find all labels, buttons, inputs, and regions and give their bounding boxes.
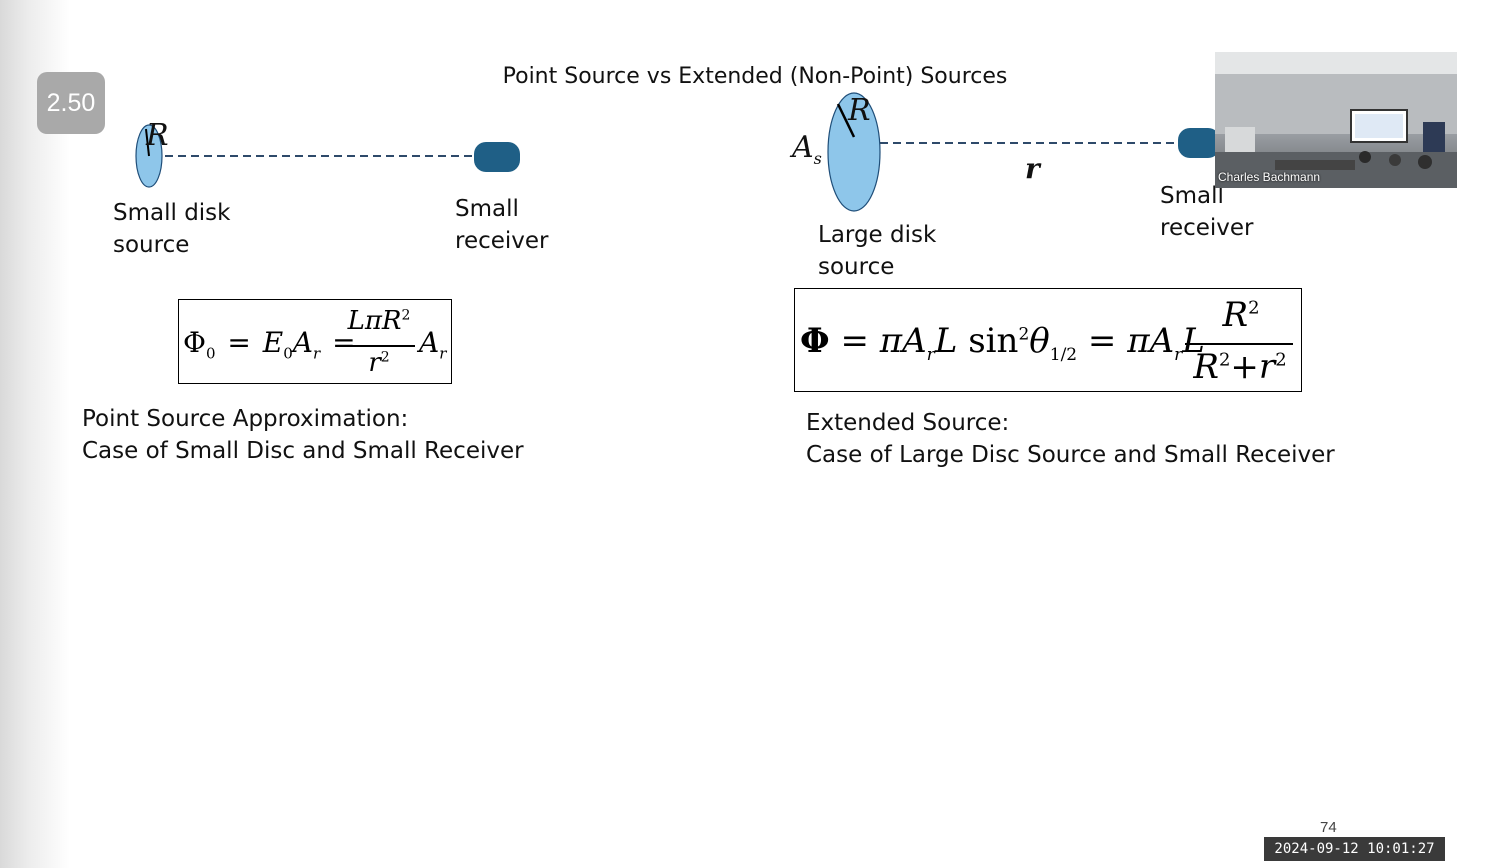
right-receiver-label-line2: receiver <box>1160 215 1254 241</box>
point-source-equation-lhs: Φ0 = E0Ar = <box>183 326 359 363</box>
left-source-label-line2: source <box>113 232 190 258</box>
eq2-pi-1: π <box>879 321 903 361</box>
eq2-sin: sin <box>968 321 1019 361</box>
distance-label: r <box>1025 152 1040 185</box>
left-caption-line2: Case of Small Disc and Small Receiver <box>82 438 524 464</box>
eq2-A2: A <box>1149 321 1175 361</box>
eq2-equals-1: = <box>840 321 869 361</box>
eq2-den-r-sup: 2 <box>1275 349 1287 371</box>
left-radius-label: R <box>146 118 169 153</box>
eq-equals-2: = <box>332 326 356 359</box>
right-receiver-label: Small receiver <box>1160 180 1254 244</box>
left-receiver-label-line2: receiver <box>455 228 549 254</box>
recording-timestamp: 2024-09-12 10:01:27 <box>1264 837 1445 861</box>
eq-E: E <box>262 326 284 359</box>
eq-numerator-text: LπR <box>347 306 402 336</box>
left-caption: Point Source Approximation: Case of Smal… <box>82 403 524 467</box>
playback-speed-badge[interactable]: 2.50 <box>37 72 105 134</box>
eq-A: A <box>292 326 314 359</box>
eq2-numerator-sup: 2 <box>1248 297 1260 319</box>
extended-source-numerator: R2 <box>1187 295 1295 335</box>
eq-denominator-text: r <box>368 348 381 378</box>
right-source-label-line1: Large disk <box>818 222 937 248</box>
right-area-label: As <box>792 130 822 168</box>
extended-source-fraction-bar <box>1185 343 1293 345</box>
large-disk-source-shape <box>827 92 881 212</box>
large-disk-radius-line <box>836 103 856 138</box>
area-label-sub: s <box>813 149 822 168</box>
eq-A2-sub: r <box>439 344 447 363</box>
right-radius-label: R <box>848 93 871 128</box>
eq2-den-R-sup: 2 <box>1218 349 1231 371</box>
playback-speed-value: 2.50 <box>46 88 96 117</box>
left-diagram <box>135 124 520 188</box>
eq-A2: A <box>419 326 440 359</box>
right-source-label: Large disk source <box>818 219 936 283</box>
small-disk-radius-line <box>145 128 150 157</box>
point-source-denominator: r2 <box>339 348 419 378</box>
eq2-den-R: R <box>1193 347 1219 387</box>
eq2-numerator-R: R <box>1222 295 1249 335</box>
left-receiver-label-line1: Small <box>455 196 519 222</box>
eq2-sin-sup: 2 <box>1018 324 1030 345</box>
eq2-den-plus: + <box>1230 347 1259 387</box>
left-caption-line1: Point Source Approximation: <box>82 406 409 432</box>
right-receiver-shape <box>1178 128 1220 158</box>
presenter-video-thumbnail[interactable]: Charles Bachmann <box>1215 52 1457 188</box>
eq-denominator-sup: 2 <box>380 349 390 366</box>
right-caption-line2: Case of Large Disc Source and Small Rece… <box>806 442 1335 468</box>
point-source-trailing-A: Ar <box>419 326 446 363</box>
eq2-equals-2: = <box>1087 321 1117 361</box>
left-source-label-line1: Small disk <box>113 200 231 226</box>
extended-source-equation-lhs: Φ = πArL sin2θ1/2 = πArL <box>800 321 1205 365</box>
slide-title: Point Source vs Extended (Non-Point) Sou… <box>502 64 1008 89</box>
right-receiver-label-line1: Small <box>1160 183 1224 209</box>
eq-numerator-sup: 2 <box>401 307 411 324</box>
slide-page-number: 74 <box>1320 819 1337 836</box>
eq2-theta: θ <box>1029 321 1050 361</box>
eq-E-sub: 0 <box>283 344 293 363</box>
eq2-A: A <box>902 321 927 361</box>
right-source-label-line2: source <box>818 254 895 280</box>
area-label-A: A <box>792 130 814 165</box>
eq2-phi: Φ <box>800 321 830 361</box>
classroom-scene-image <box>1215 52 1457 188</box>
eq2-den-r: r <box>1258 347 1276 387</box>
eq-phi: Φ <box>183 326 206 359</box>
right-diagram <box>827 92 1220 212</box>
eq2-L: L <box>934 321 958 361</box>
point-source-numerator: LπR2 <box>339 306 419 336</box>
eq-phi-sub: 0 <box>205 344 216 363</box>
right-caption: Extended Source: Case of Large Disc Sour… <box>806 407 1335 471</box>
eq-equals-1: = <box>227 326 251 359</box>
point-source-fraction-bar <box>341 345 415 347</box>
eq2-theta-sub: 1/2 <box>1049 344 1078 365</box>
right-caption-line1: Extended Source: <box>806 410 1010 436</box>
eq2-pi-2: π <box>1127 321 1150 361</box>
eq2-A2-sub: r <box>1174 344 1183 365</box>
small-receiver-shape <box>474 142 520 172</box>
viewer-left-shade <box>0 0 70 868</box>
left-receiver-label: Small receiver <box>455 193 549 257</box>
eq-A-sub: r <box>313 344 321 363</box>
left-source-label: Small disk source <box>113 197 230 261</box>
extended-source-equation-box: Φ = πArL sin2θ1/2 = πArL R2 R2+r2 <box>794 288 1302 392</box>
presenter-name: Charles Bachmann <box>1218 170 1321 184</box>
point-source-equation-box: Φ0 = E0Ar = LπR2 r2 Ar <box>178 299 452 384</box>
extended-source-denominator: R2+r2 <box>1183 347 1297 387</box>
eq2-A-sub: r <box>926 344 935 365</box>
eq2-L2: L <box>1182 321 1205 361</box>
